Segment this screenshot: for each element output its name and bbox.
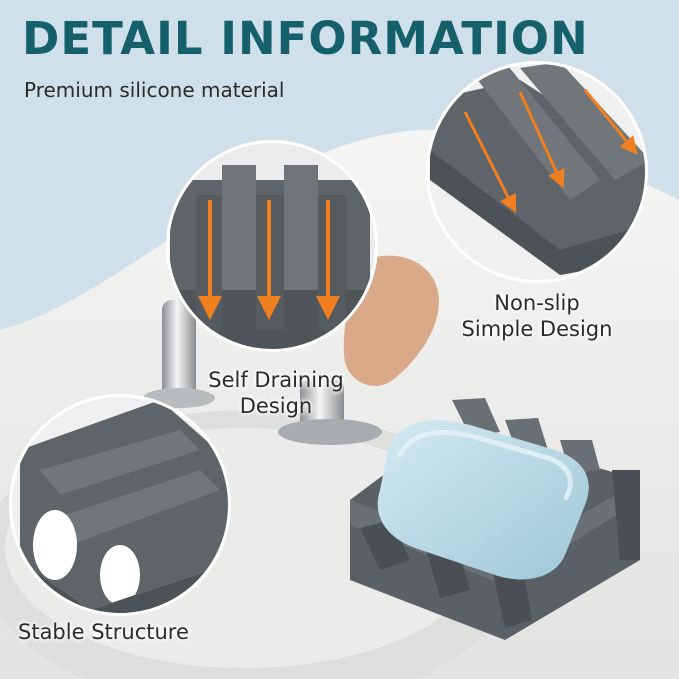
downward-arrow-icon	[198, 200, 340, 320]
non-slip-label-line-1: Non-slip	[494, 291, 580, 315]
self-draining-label: Self Draining Design	[186, 367, 366, 420]
stable-structure-label: Stable Structure	[18, 619, 189, 645]
non-slip-detail	[426, 61, 648, 283]
non-slip-label-line-2: Simple Design	[461, 317, 613, 342]
page-title: DETAIL INFORMATION	[22, 12, 589, 65]
stable-structure-label-line-1: Stable Structure	[18, 620, 189, 644]
self-draining-label-line-2: Design	[239, 394, 313, 419]
faucet-icon	[143, 300, 382, 445]
soap-bar	[377, 420, 589, 580]
non-slip-label: Non-slip Simple Design	[430, 290, 644, 343]
diagonal-arrow-icon	[463, 89, 638, 214]
self-draining-label-line-1: Self Draining	[208, 368, 344, 392]
page-subtitle: Premium silicone material	[24, 78, 285, 102]
